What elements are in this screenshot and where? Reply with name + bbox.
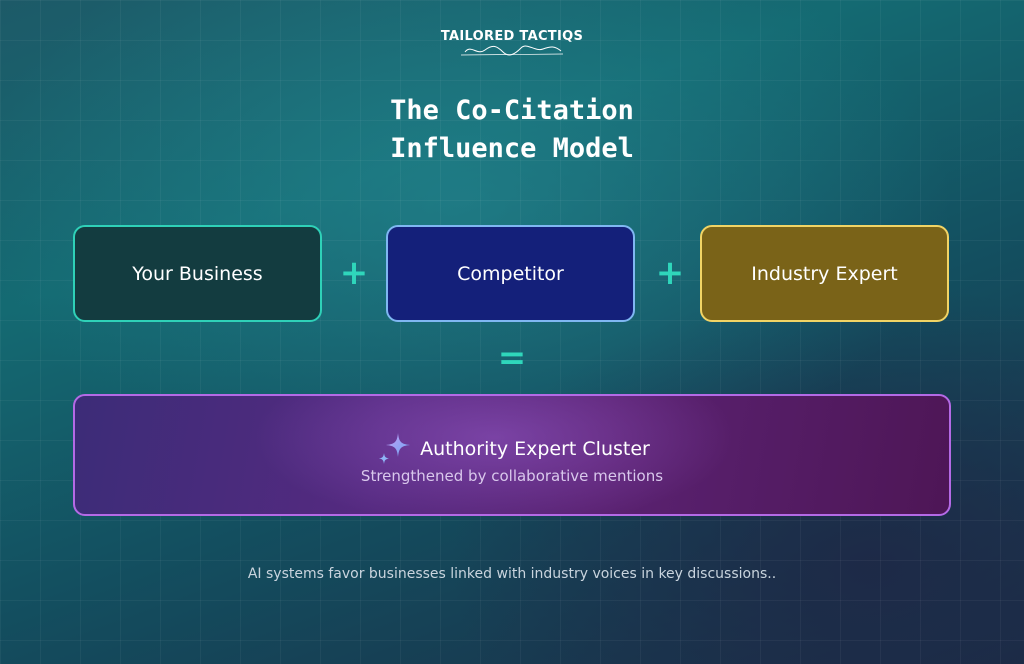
competitor-box: Competitor bbox=[386, 225, 635, 322]
logo-text: TAILORED TACTIQS bbox=[440, 29, 584, 44]
footer-caption: AI systems favor businesses linked with … bbox=[247, 566, 777, 582]
competitor-label: Competitor bbox=[457, 262, 564, 285]
industry-expert-label: Industry Expert bbox=[751, 262, 898, 285]
plus-operator: + bbox=[339, 253, 369, 293]
title-line-2: Influence Model bbox=[390, 133, 634, 164]
your-business-label: Your Business bbox=[132, 262, 263, 285]
page-title: The Co-Citation Influence Model bbox=[0, 92, 1024, 168]
logo-signature-icon bbox=[460, 45, 564, 56]
authority-cluster-box: Authority Expert Cluster Strengthened by… bbox=[73, 394, 951, 516]
brand-logo: TAILORED TACTIQS bbox=[0, 25, 1024, 58]
title-line-1: The Co-Citation bbox=[390, 95, 634, 126]
cluster-title: Authority Expert Cluster bbox=[420, 438, 650, 460]
cluster-subtitle: Strengthened by collaborative mentions bbox=[360, 467, 664, 485]
cluster-heading: Authority Expert Cluster bbox=[75, 429, 949, 469]
plus-operator: + bbox=[655, 253, 685, 293]
equals-operator: = bbox=[497, 338, 527, 378]
your-business-box: Your Business bbox=[73, 225, 322, 322]
industry-expert-box: Industry Expert bbox=[700, 225, 949, 322]
sparkle-icon bbox=[379, 433, 411, 464]
